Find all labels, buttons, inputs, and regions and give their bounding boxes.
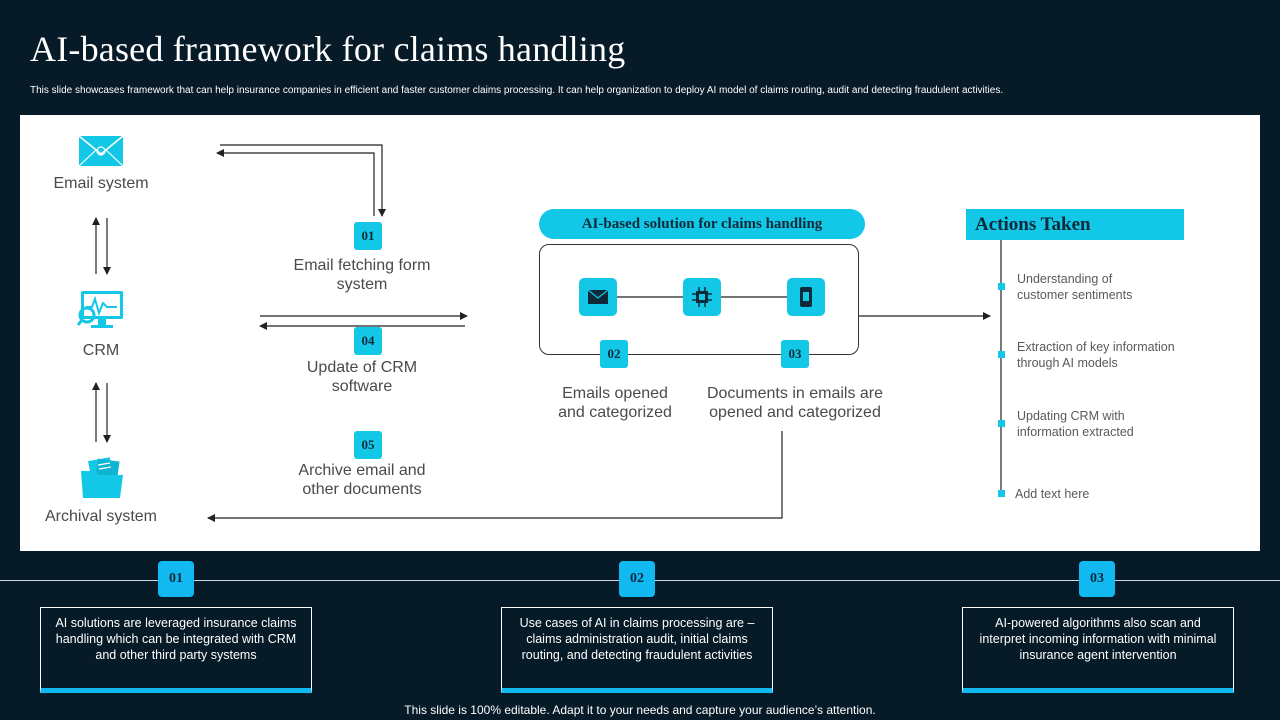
step-05-label-line1: Archive email and — [298, 462, 426, 479]
action-item-2-line2: through AI models — [1017, 356, 1118, 370]
action-item-3-line2: information extracted — [1017, 425, 1134, 439]
action-item-2-line1: Extraction of key information — [1017, 340, 1175, 354]
action-item-1-line1: Understanding of — [1017, 272, 1113, 286]
step-04-label-line1: Update of CRM — [306, 359, 418, 376]
archival-folder-icon — [80, 457, 124, 499]
step-05-badge: 05 — [354, 431, 382, 459]
document-scan-icon — [787, 278, 825, 316]
action-item-1: Understanding of customer sentiments — [1017, 271, 1217, 303]
step-01-label-line2: system — [336, 276, 388, 293]
actions-taken-header: Actions Taken — [966, 209, 1184, 240]
step-05-label: Archive email and other documents — [272, 461, 452, 499]
step-01-label-line1: Email fetching form — [293, 257, 431, 274]
bottom-badge-03: 03 — [1079, 561, 1115, 597]
bottom-text-box-02: Use cases of AI in claims processing are… — [501, 607, 773, 693]
ai-solution-header: AI-based solution for claims handling — [539, 209, 865, 239]
page-title: AI-based framework for claims handling — [30, 29, 626, 69]
step-04-label-line2: software — [331, 378, 393, 395]
action-item-3-line1: Updating CRM with — [1017, 409, 1125, 423]
step-05-label-line2: other documents — [302, 481, 422, 498]
bottom-text-box-03: AI-powered algorithms also scan and inte… — [962, 607, 1234, 693]
action-item-2: Extraction of key information through AI… — [1017, 339, 1217, 371]
email-system-label: Email system — [53, 175, 149, 192]
action-item-3: Updating CRM with information extracted — [1017, 408, 1217, 440]
step-02-label: Emails opened and categorized — [535, 384, 695, 422]
bottom-text-box-01: AI solutions are leveraged insurance cla… — [40, 607, 312, 693]
action-bullet — [998, 420, 1005, 427]
step-01-label: Email fetching form system — [272, 256, 452, 294]
action-item-1-line2: customer sentiments — [1017, 288, 1133, 302]
page-subtitle: This slide showcases framework that can … — [30, 85, 1004, 96]
step-02-label-line1: Emails opened — [562, 385, 668, 402]
email-system-icon — [78, 134, 124, 168]
archival-system-label: Archival system — [44, 508, 158, 525]
step-03-label-line2: opened and categorized — [709, 404, 881, 421]
bottom-badge-02: 02 — [619, 561, 655, 597]
diagram-connectors — [92, 144, 1002, 522]
step-03-label: Documents in emails are opened and categ… — [690, 384, 900, 422]
crm-monitor-icon — [76, 289, 125, 333]
step-03-label-line1: Documents in emails are — [706, 385, 884, 402]
step-04-label: Update of CRM software — [272, 358, 452, 396]
action-item-4: Add text here — [1015, 487, 1090, 501]
step-02-label-line2: and categorized — [558, 404, 672, 421]
action-bullet — [998, 351, 1005, 358]
crm-label: CRM — [82, 342, 120, 359]
action-bullet — [998, 283, 1005, 290]
step-03-badge: 03 — [781, 340, 809, 368]
chip-icon — [683, 278, 721, 316]
step-01-badge: 01 — [354, 222, 382, 250]
diagram-panel: Email system CRM Archival system 01 Emai… — [20, 115, 1260, 551]
footer-note: This slide is 100% editable. Adapt it to… — [404, 703, 876, 717]
ai-solution-box — [539, 244, 859, 355]
bottom-badge-01: 01 — [158, 561, 194, 597]
envelope-icon — [579, 278, 617, 316]
step-04-badge: 04 — [354, 327, 382, 355]
step-02-badge: 02 — [600, 340, 628, 368]
action-bullet — [998, 490, 1005, 497]
